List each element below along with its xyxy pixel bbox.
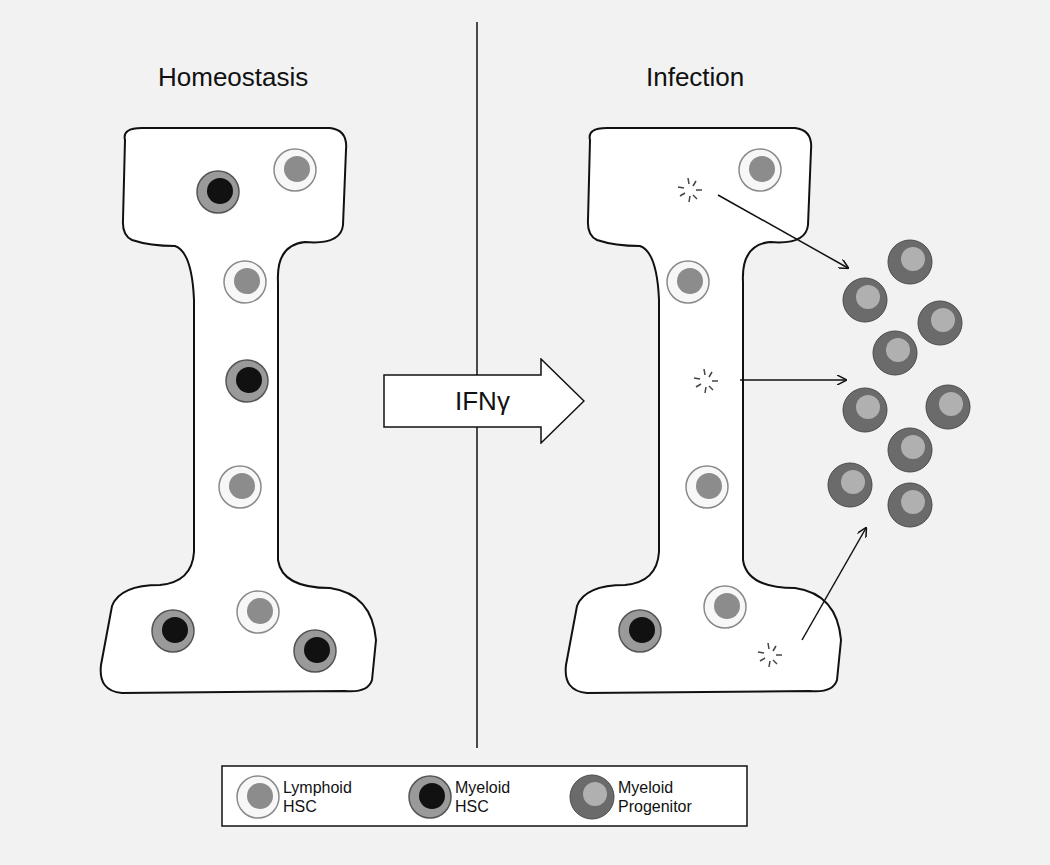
panel-title: Homeostasis	[158, 62, 308, 93]
panel-title: Infection	[646, 62, 744, 93]
signal-arrow: IFNγ	[383, 358, 585, 444]
legend-sample	[409, 776, 451, 818]
legend-label: Lymphoid HSC	[283, 778, 369, 816]
legend-label: Myeloid HSC	[455, 778, 541, 816]
legend-sample	[237, 776, 279, 818]
arrow-label: IFNγ	[455, 386, 510, 417]
legend-label: Myeloid Progenitor	[618, 778, 704, 816]
legend-sample	[570, 775, 614, 819]
